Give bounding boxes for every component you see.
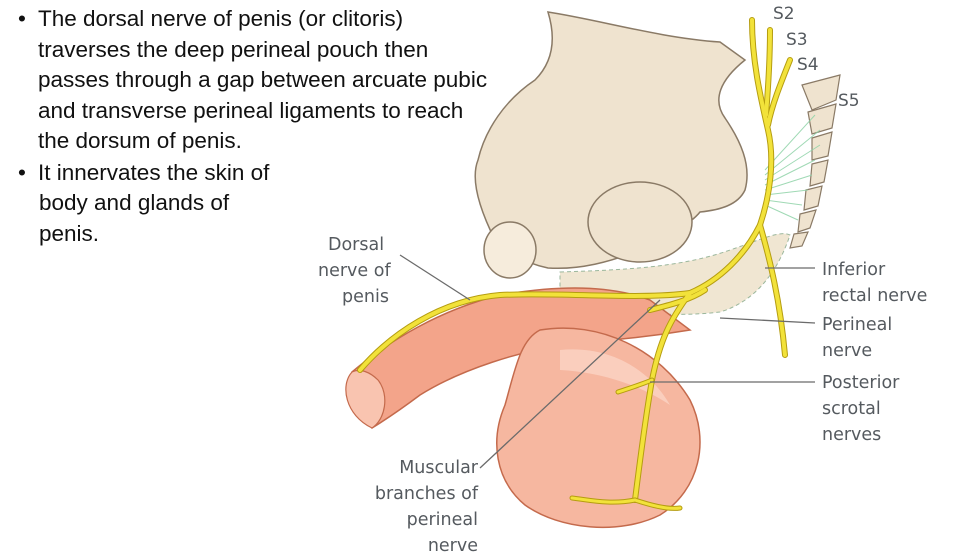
label-perineal-line-2: nerve bbox=[822, 341, 873, 361]
bullet-dorsal-nerve-course: The dorsal nerve of penis (or clitoris) … bbox=[14, 4, 494, 157]
bullet-innervation: It innervates the skin of body and gland… bbox=[14, 158, 494, 250]
scrotum bbox=[496, 327, 701, 529]
label-s4: S4 bbox=[797, 55, 819, 75]
perineal-nerve-diagram bbox=[345, 11, 841, 529]
label-perineal-nerve: Perineal nerve bbox=[822, 312, 892, 364]
label-posterior-scrotal-line-3: nerves bbox=[822, 425, 882, 445]
pudendal-nerve-branches bbox=[357, 17, 793, 511]
label-inferior-rectal-nerve: Inferior rectal nerve bbox=[822, 257, 927, 309]
label-s5: S5 bbox=[838, 91, 860, 111]
sacral-coccyx bbox=[789, 74, 841, 249]
pubic-symphysis bbox=[483, 221, 537, 279]
scrotal-sheen bbox=[560, 349, 670, 405]
label-muscular-line-3: perineal nerve bbox=[406, 510, 478, 556]
bullet-innervation-line-2: body and glands of bbox=[39, 190, 230, 215]
bullet-list: The dorsal nerve of penis (or clitoris) … bbox=[14, 4, 494, 250]
label-posterior-scrotal-line-1: Posterior bbox=[822, 373, 900, 393]
label-dorsal-nerve-line-1: Dorsal bbox=[328, 235, 385, 255]
label-perineal-line-1: Perineal bbox=[822, 315, 893, 335]
label-s3: S3 bbox=[786, 30, 808, 50]
label-dorsal-nerve-line-2: nerve of bbox=[318, 261, 391, 281]
label-muscular-branches: Muscular branches of perineal nerve bbox=[352, 455, 478, 559]
label-leader-lines bbox=[399, 254, 816, 469]
label-muscular-line-1: Muscular bbox=[399, 458, 478, 478]
label-dorsal-nerve: Dorsal nerve of penis bbox=[318, 232, 391, 310]
bullet-innervation-line-3: penis. bbox=[39, 220, 100, 246]
bullet-innervation-line-1: It innervates the skin of bbox=[38, 159, 270, 185]
label-s2: S2 bbox=[773, 4, 795, 24]
shaft-cut-face bbox=[345, 369, 386, 429]
label-posterior-scrotal-line-2: scrotal bbox=[822, 399, 881, 419]
label-muscular-line-2: branches of bbox=[374, 484, 478, 504]
obturator-foramen bbox=[587, 181, 693, 263]
label-dorsal-nerve-line-3: penis bbox=[342, 287, 389, 307]
label-inferior-rectal-line-2: rectal nerve bbox=[822, 286, 928, 306]
label-posterior-scrotal-nerves: Posterior scrotal nerves bbox=[822, 370, 899, 448]
label-inferior-rectal-line-1: Inferior bbox=[822, 260, 886, 280]
